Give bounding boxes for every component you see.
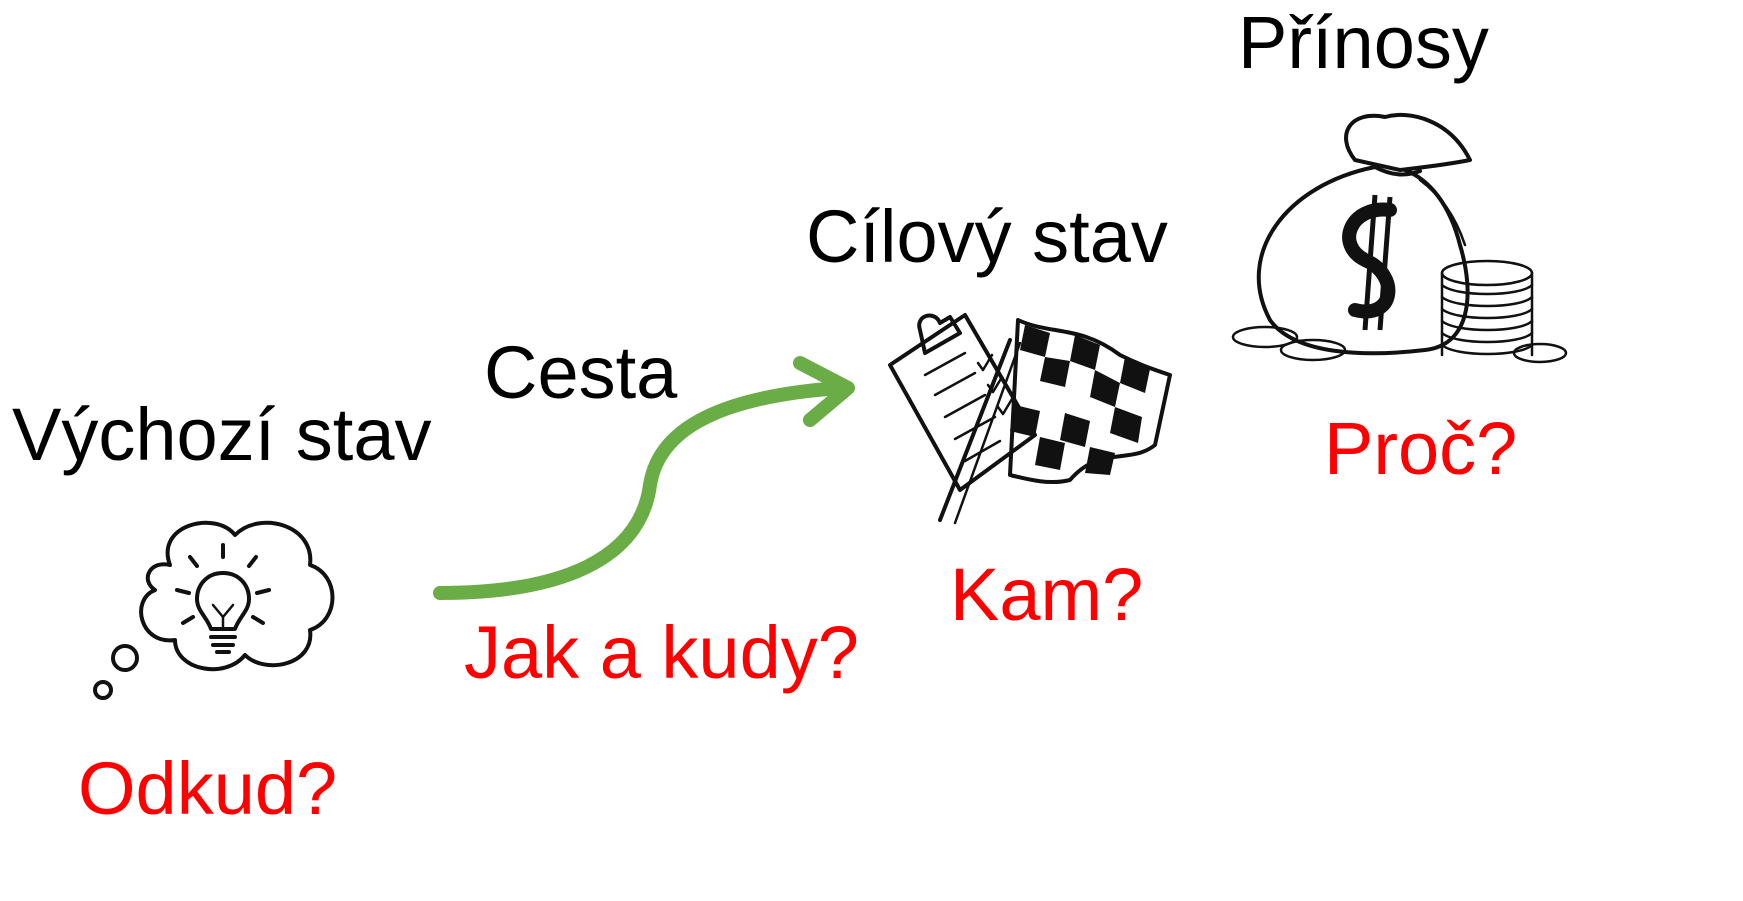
money-bag-icon	[1231, 112, 1568, 364]
benefits-title: Přínosy	[1238, 1, 1489, 84]
thought-bubble-lightbulb-icon	[93, 520, 335, 700]
benefits-question: Proč?	[1324, 407, 1518, 490]
checklist-flag-icon	[888, 313, 1172, 525]
start-title: Výchozí stav	[12, 393, 432, 476]
path-question: Jak a kudy?	[464, 611, 859, 694]
start-question: Odkud?	[78, 747, 338, 830]
path-title: Cesta	[484, 331, 678, 414]
target-question: Kam?	[950, 553, 1144, 636]
curved-arrow-icon	[433, 356, 855, 600]
target-title: Cílový stav	[806, 195, 1168, 278]
